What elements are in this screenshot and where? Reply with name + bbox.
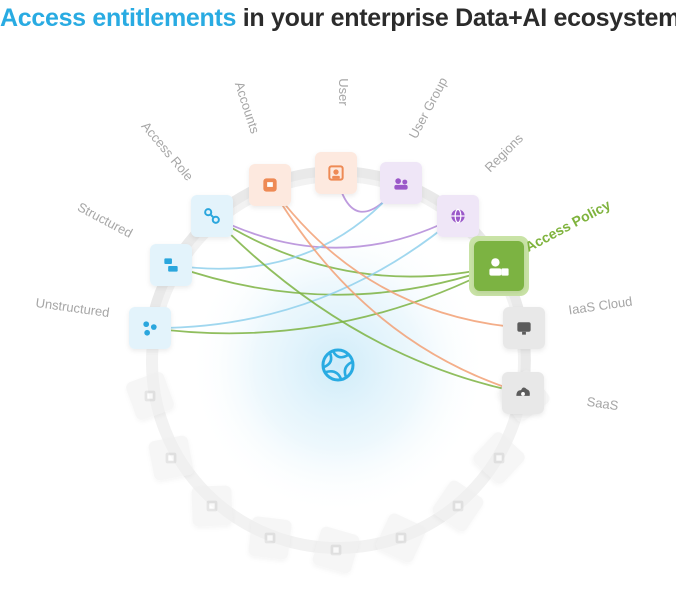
document-icon xyxy=(144,390,156,402)
node-user-group[interactable] xyxy=(380,162,422,204)
label-saas: SaaS xyxy=(586,394,620,413)
link-accounts-iaas-cloud xyxy=(269,184,525,329)
node-structured[interactable] xyxy=(150,244,192,286)
tile-structured xyxy=(150,244,192,286)
inactive-tile xyxy=(473,432,525,484)
policy-icon xyxy=(489,258,509,276)
ring-hub-icon xyxy=(321,348,355,382)
tile-access-policy xyxy=(474,241,524,291)
label-regions: Regions xyxy=(482,130,527,175)
node-accounts[interactable] xyxy=(249,164,291,206)
server-icon xyxy=(493,452,505,464)
users-icon xyxy=(394,178,408,190)
gear-icon xyxy=(264,532,276,544)
account-icon xyxy=(263,178,277,192)
node-layer xyxy=(126,152,550,574)
label-unstructured: Unstructured xyxy=(35,295,111,320)
hub-layer xyxy=(321,348,355,382)
link-user-group-structured xyxy=(170,182,402,270)
link-access-role-saas xyxy=(211,215,524,394)
tile-user-group xyxy=(380,162,422,204)
link-access-policy-structured xyxy=(170,264,500,296)
node-saas[interactable] xyxy=(502,372,544,414)
headline: Access entitlements in your enterprise D… xyxy=(0,4,676,33)
inactive-tile xyxy=(312,526,360,574)
inactive-tile xyxy=(248,516,292,560)
api-icon xyxy=(206,500,218,512)
node-access-role[interactable] xyxy=(191,195,233,237)
link-layer xyxy=(149,172,525,394)
box-icon xyxy=(395,532,407,544)
headline-accent: Access entitlements xyxy=(0,4,237,32)
inactive-tile xyxy=(126,372,174,420)
headline-rest: in your enterprise Data+AI ecosystem xyxy=(242,4,676,32)
link-accounts-saas xyxy=(269,184,524,394)
link-access-policy-access-role xyxy=(211,215,500,278)
link-regions-access-role xyxy=(211,215,459,249)
node-regions[interactable] xyxy=(437,195,479,237)
center-glow xyxy=(188,216,488,516)
inactive-tile xyxy=(191,485,233,527)
cloud-icon xyxy=(516,387,530,396)
chart-icon xyxy=(330,544,342,556)
inactive-tile xyxy=(148,435,194,481)
monitor-icon xyxy=(517,322,531,335)
inactive-tile xyxy=(376,513,426,563)
globe-icon xyxy=(451,208,465,224)
tile-unstructured xyxy=(129,307,171,349)
link-regions-unstructured xyxy=(149,215,459,329)
node-iaas-cloud[interactable] xyxy=(503,307,545,349)
label-user-group: User Group xyxy=(406,75,451,141)
dots-icon xyxy=(143,321,157,336)
table-icon xyxy=(164,258,178,272)
node-unstructured[interactable] xyxy=(129,307,171,349)
link-access-policy-unstructured xyxy=(149,265,500,335)
link-icon xyxy=(204,208,220,224)
inactive-tile xyxy=(432,480,484,532)
label-iaas-cloud: IaaS Cloud xyxy=(567,294,633,318)
database-icon xyxy=(165,452,177,464)
cube-icon xyxy=(452,500,464,512)
label-structured: Structured xyxy=(75,199,135,240)
label-access-role: Access Role xyxy=(138,119,196,184)
label-access-policy: Access Policy xyxy=(522,196,613,254)
label-user: User xyxy=(336,78,351,106)
user-icon xyxy=(328,165,344,181)
node-user[interactable] xyxy=(315,152,357,194)
node-access-policy[interactable] xyxy=(469,236,529,296)
label-accounts: Accounts xyxy=(232,80,263,136)
